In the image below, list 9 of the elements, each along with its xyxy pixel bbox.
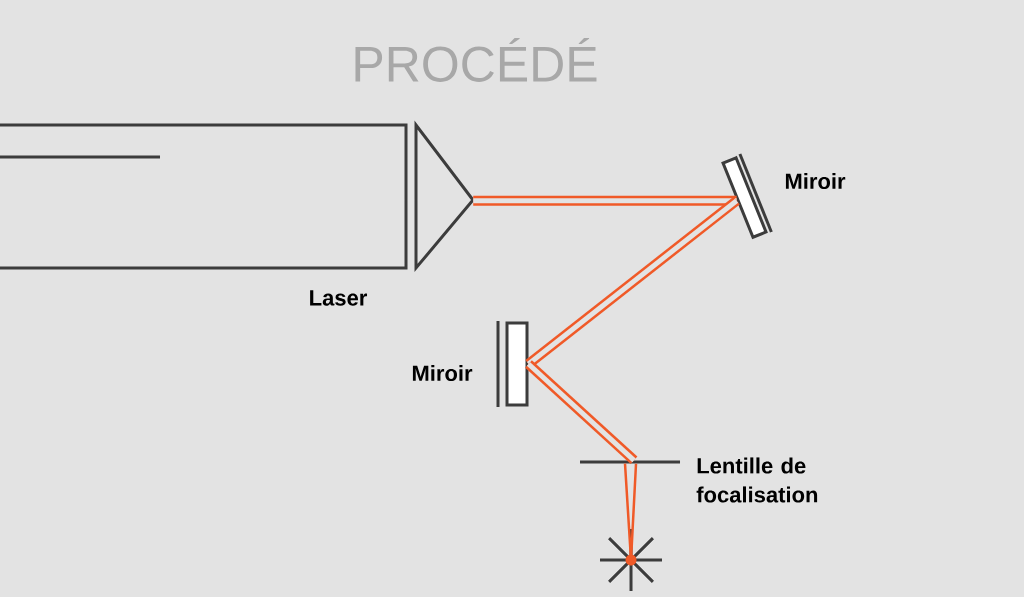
focal-point-star	[598, 527, 664, 593]
laser-beam	[473, 195, 737, 206]
lens-label: Lentille de focalisation	[696, 457, 818, 503]
laser-beam	[525, 360, 638, 464]
mirror-label: Miroir	[785, 172, 846, 190]
title: PROCÉDÉ	[355, 38, 597, 82]
laser-beam	[623, 462, 638, 562]
mirror-label: Miroir	[412, 364, 473, 382]
laser-label: Laser	[310, 290, 368, 306]
